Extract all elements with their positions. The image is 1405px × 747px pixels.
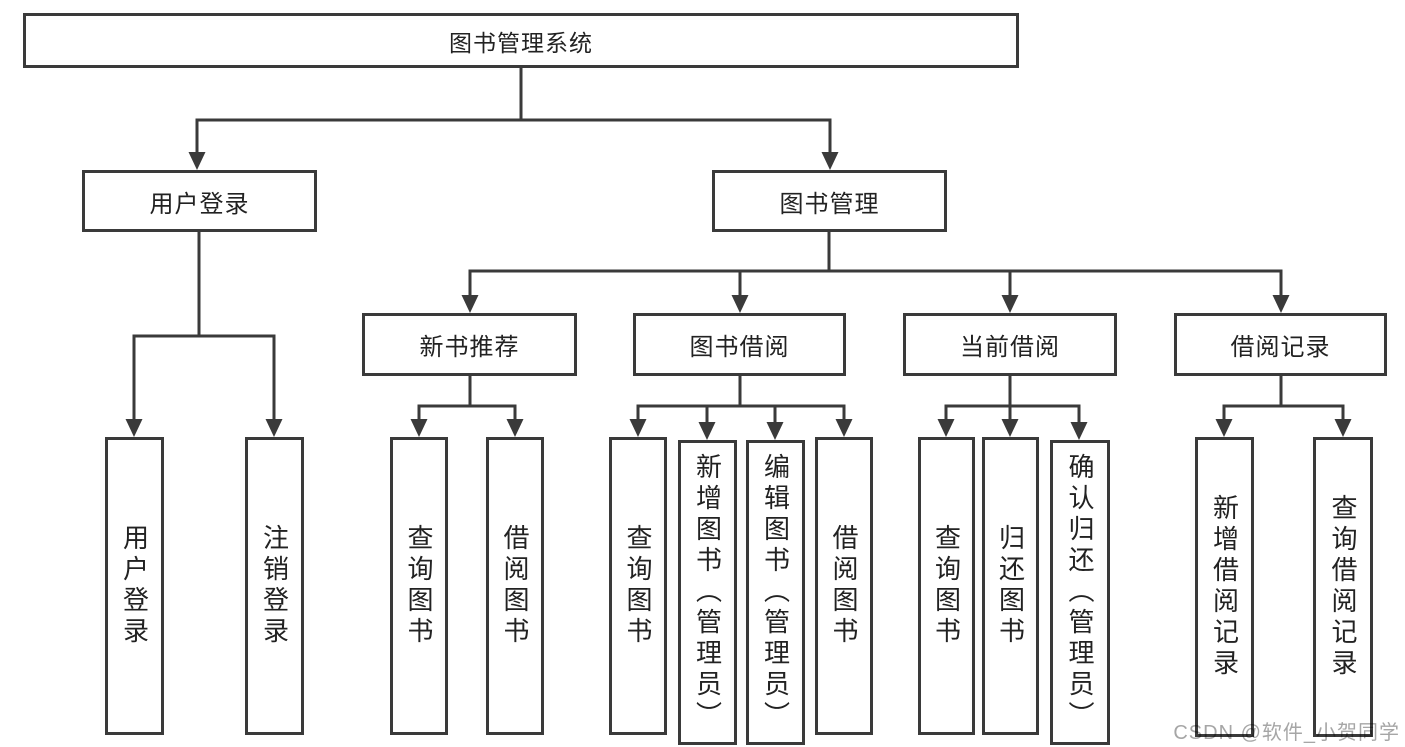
connector-current-borrow: [937, 375, 1088, 440]
arrowhead: [766, 422, 784, 440]
leaf-query-books-1: 查询图书: [390, 437, 448, 735]
connector-book-borrow: [629, 375, 853, 440]
connector-user-login: [125, 232, 283, 437]
arrowhead: [188, 152, 206, 170]
arrowhead: [937, 419, 955, 437]
node-new-book-recommend: 新书推荐: [362, 313, 577, 376]
arrowhead: [1001, 419, 1019, 437]
connector-book-management: [461, 232, 1290, 313]
arrowhead: [461, 295, 479, 313]
node-current-borrow: 当前借阅: [903, 313, 1117, 376]
connector-borrow-records: [1215, 375, 1352, 437]
leaf-add-borrow-record: 新增借阅记录: [1195, 437, 1254, 737]
node-book-management: 图书管理: [712, 170, 947, 232]
arrowhead: [1070, 422, 1088, 440]
leaf-confirm-return-admin: 确认归还（管理员）: [1050, 440, 1110, 745]
arrowhead: [1001, 295, 1019, 313]
arrowhead: [1334, 419, 1352, 437]
leaf-query-borrow-record: 查询借阅记录: [1313, 437, 1373, 737]
connector-root: [188, 68, 839, 170]
arrowhead: [410, 419, 428, 437]
node-root: 图书管理系统: [23, 13, 1019, 68]
leaf-query-books-2: 查询图书: [609, 437, 667, 735]
arrowhead: [835, 419, 853, 437]
arrowhead: [821, 152, 839, 170]
leaf-return-books: 归还图书: [982, 437, 1039, 735]
node-user-login: 用户登录: [82, 170, 317, 232]
arrowhead: [265, 419, 283, 437]
csdn-watermark: CSDN @软件_小贺同学: [1173, 722, 1400, 744]
arrowhead: [125, 419, 143, 437]
node-book-borrow: 图书借阅: [633, 313, 846, 376]
node-borrow-records: 借阅记录: [1174, 313, 1387, 376]
arrowhead: [629, 419, 647, 437]
leaf-logout: 注销登录: [245, 437, 304, 735]
leaf-query-books-3: 查询图书: [918, 437, 975, 735]
leaf-add-book-admin: 新增图书（管理员）: [678, 440, 737, 745]
arrowhead: [1215, 419, 1233, 437]
leaf-borrow-books-2: 借阅图书: [815, 437, 873, 735]
arrowhead: [698, 422, 716, 440]
arrowhead: [506, 419, 524, 437]
leaf-edit-book-admin: 编辑图书（管理员）: [746, 440, 805, 745]
arrowhead: [731, 295, 749, 313]
connector-new-book-recommend: [410, 375, 524, 437]
leaf-user-login: 用户登录: [105, 437, 164, 735]
arrowhead: [1272, 295, 1290, 313]
leaf-borrow-books-1: 借阅图书: [486, 437, 544, 735]
